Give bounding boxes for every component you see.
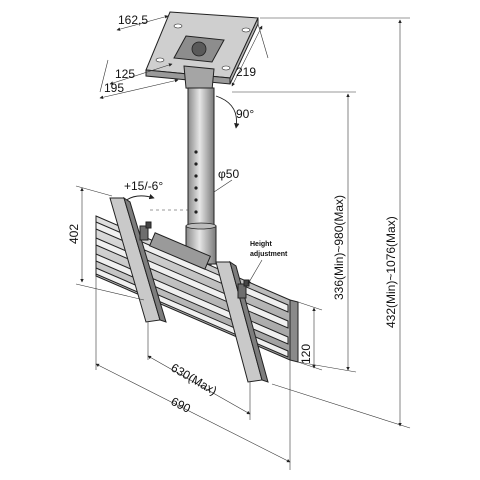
plate-depth-label: 219 (236, 65, 256, 79)
plate-slot-1 (173, 23, 183, 29)
plate-inner-label: 125 (115, 67, 135, 81)
rail-width-label: 690 (169, 394, 193, 416)
rail-height-dimension: 120 (297, 301, 323, 371)
rail-center-bracket (148, 232, 212, 270)
pole-range-dimension: 336(Min)~980(Max) (232, 91, 357, 373)
tilt-label: +15/-6° (124, 179, 163, 193)
total-range-dimension: 432(Min)~1076(Max) (260, 17, 411, 429)
plate-slot-3 (155, 57, 165, 63)
total-range-label: 432(Min)~1076(Max) (384, 216, 398, 328)
plate-slot-2 (241, 27, 251, 33)
plate-slot-4 (221, 65, 231, 71)
pole-adjust-holes (194, 150, 198, 214)
plate-center-hole (191, 41, 207, 57)
plate-dimensions: 162,5 125 195 219 (99, 13, 269, 100)
arm-spread-label: 630(Max) (169, 360, 220, 397)
height-adjustment-label-line1: Height (250, 241, 272, 248)
bracket-height-dimension: 402 (67, 185, 145, 301)
pole-range-label: 336(Min)~980(Max) (332, 195, 346, 300)
rotation-label: 90° (236, 107, 254, 121)
plate-neck (183, 65, 215, 91)
rotation-indicator: 90° (215, 95, 254, 129)
plate-width-label: 162,5 (118, 13, 148, 27)
left-hanger-arm (109, 196, 167, 323)
bracket-height-label: 402 (67, 224, 81, 244)
arm-spread-dimension: 630(Max) (147, 322, 251, 420)
pole-diameter-label: φ50 (218, 167, 239, 181)
pole-diameter-indicator: φ50 (213, 167, 239, 193)
plate-outer-label: 195 (104, 81, 124, 95)
rail-end-cap (289, 299, 299, 363)
height-adjustment-callout: Height adjustment (247, 241, 288, 285)
rail-width-dimension: 690 (95, 276, 291, 470)
height-adjustment-label-line2: adjustment (250, 251, 288, 258)
rail-height-label: 120 (299, 344, 313, 364)
